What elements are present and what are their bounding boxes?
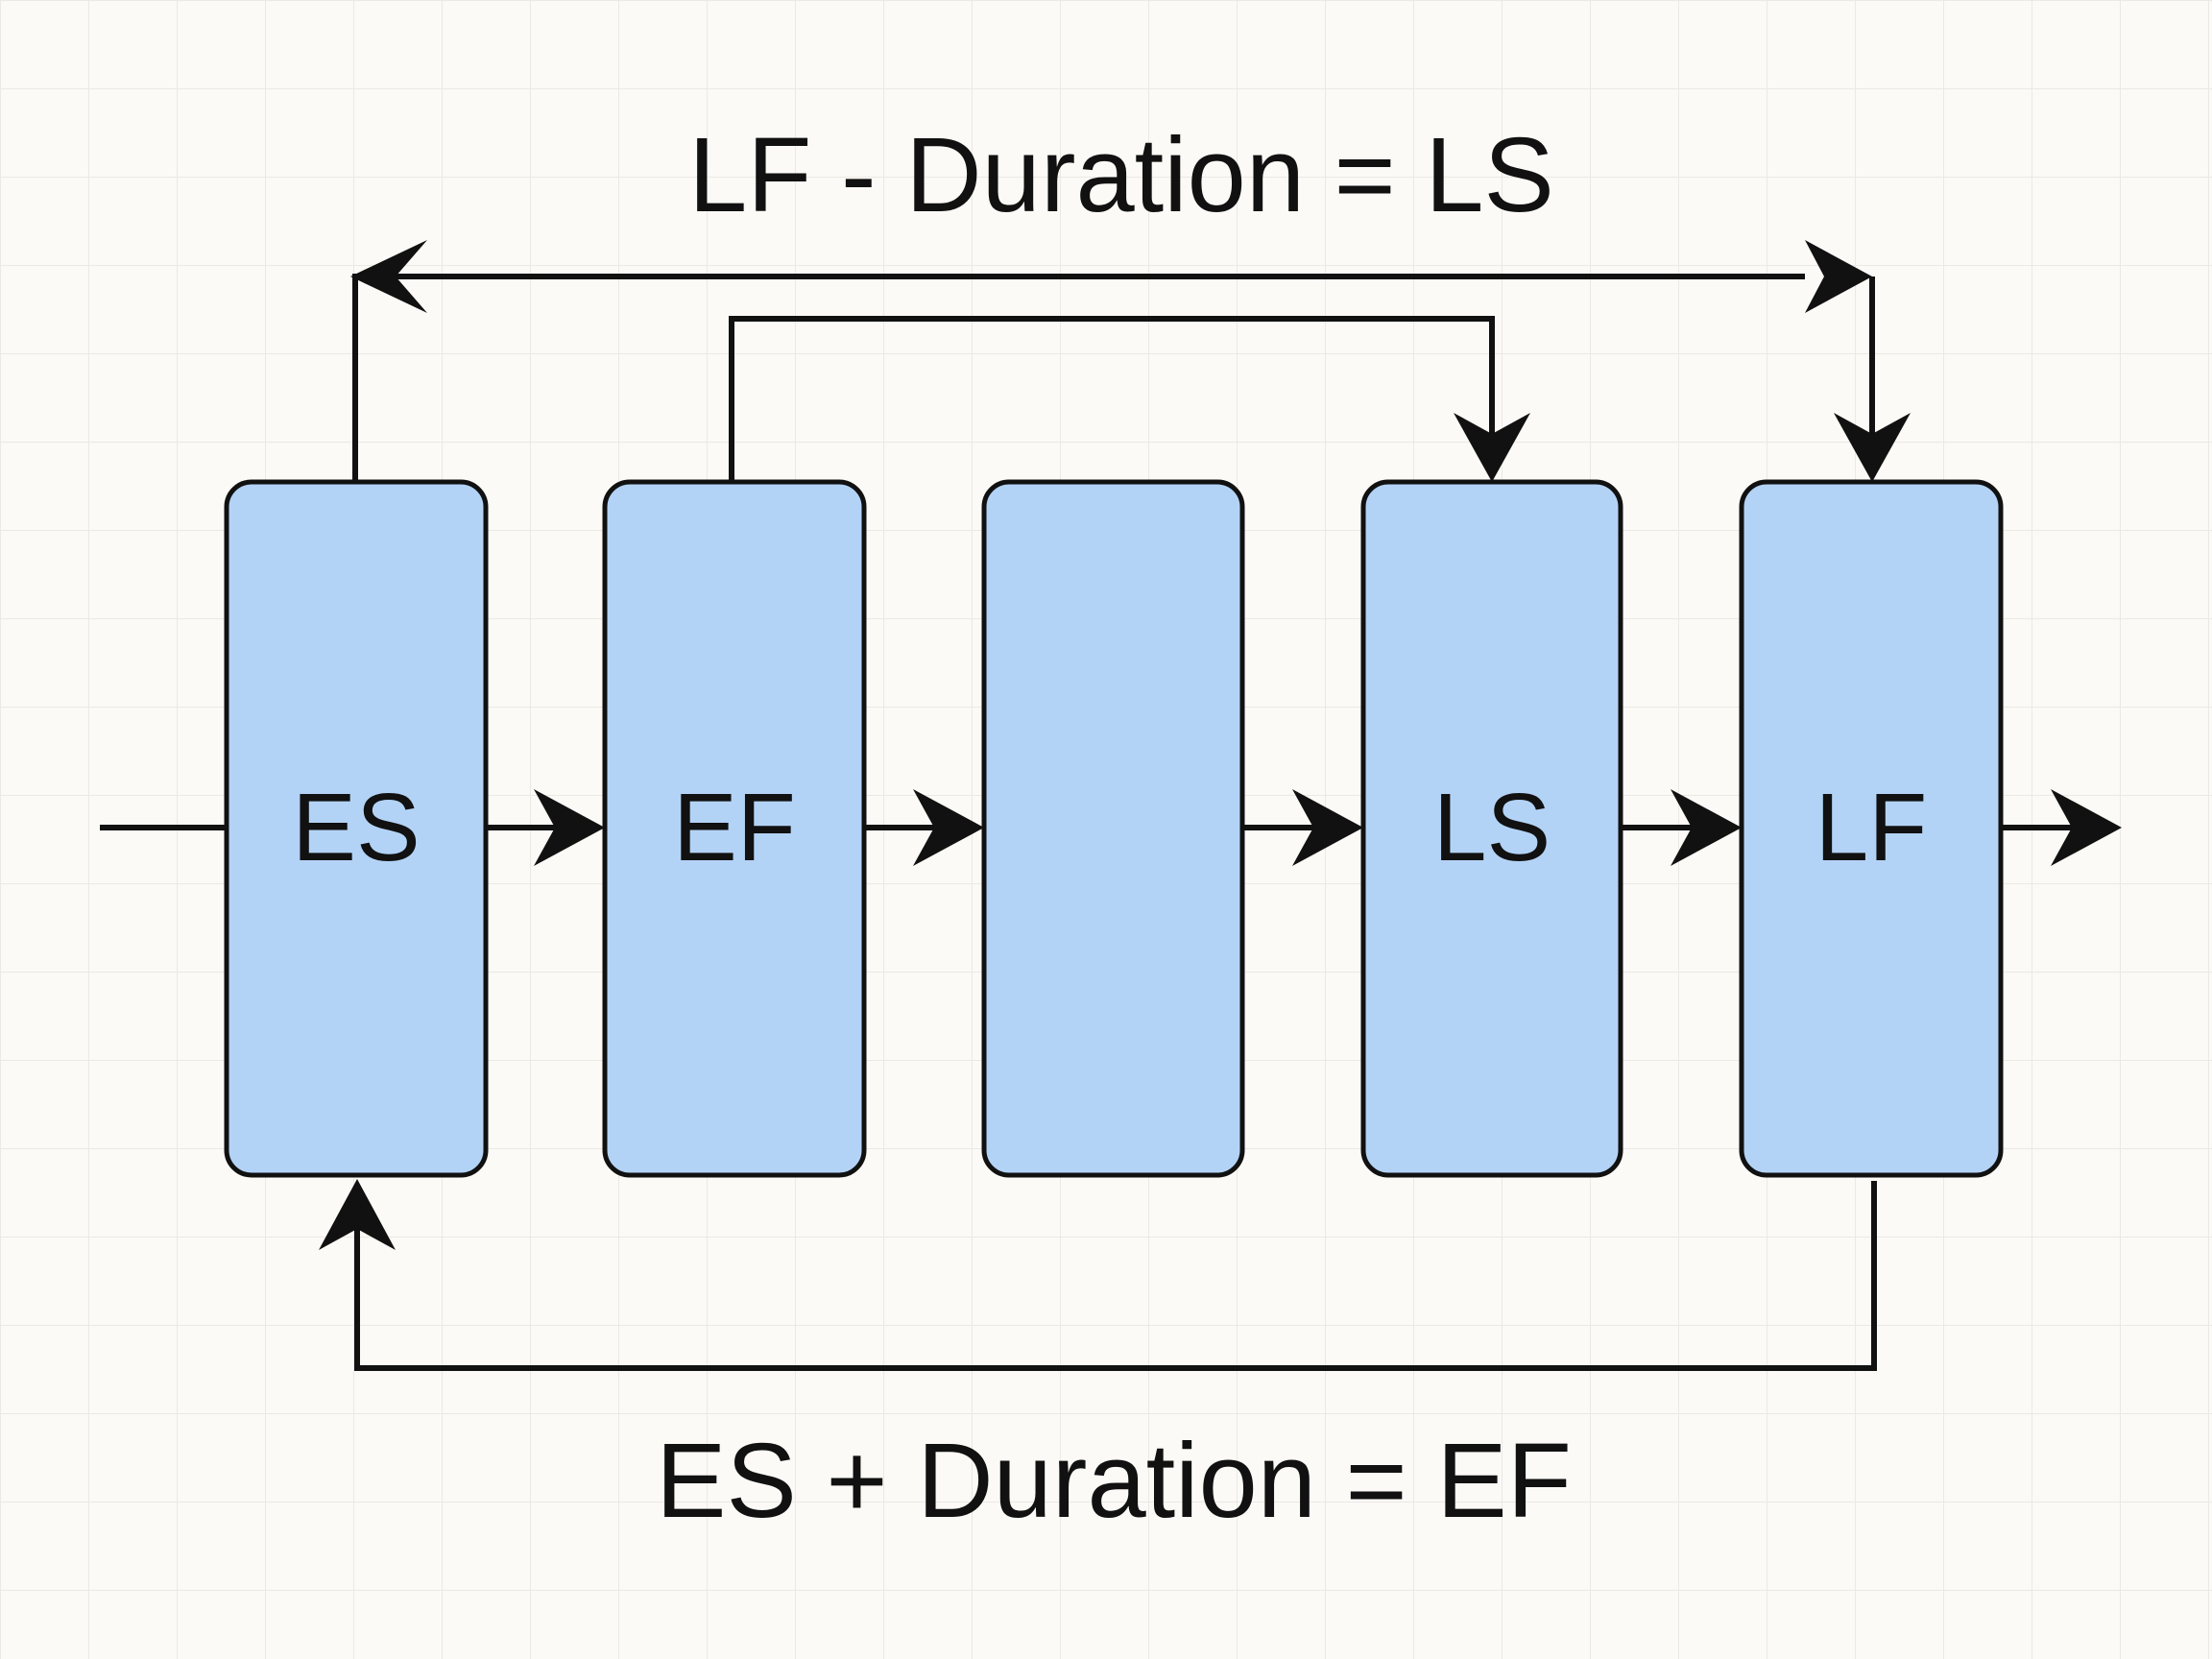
node-ef-label: EF [673, 774, 796, 881]
edge-ef-ls-top [729, 316, 1530, 482]
node-ls-label: LS [1433, 774, 1551, 881]
edge-es-lf-top [350, 240, 1911, 482]
edge-lf-es-bottom [319, 1179, 1877, 1371]
bottom-formula: ES + Duration = EF [656, 1422, 1572, 1540]
edge-es-ef [486, 789, 605, 866]
edge-blank-ls [1242, 789, 1363, 866]
node-es-label: ES [292, 774, 420, 881]
node-es: ES [224, 479, 489, 1178]
node-ls: LS [1360, 479, 1623, 1178]
edge-lf-output [2001, 789, 2122, 866]
top-formula: LF - Duration = LS [688, 116, 1554, 234]
edge-ls-lf [1621, 789, 1742, 866]
edge-ef-blank [864, 789, 984, 866]
node-blank [981, 479, 1245, 1178]
node-lf: LF [1739, 479, 2004, 1178]
node-ef: EF [602, 479, 867, 1178]
node-lf-label: LF [1815, 774, 1928, 881]
